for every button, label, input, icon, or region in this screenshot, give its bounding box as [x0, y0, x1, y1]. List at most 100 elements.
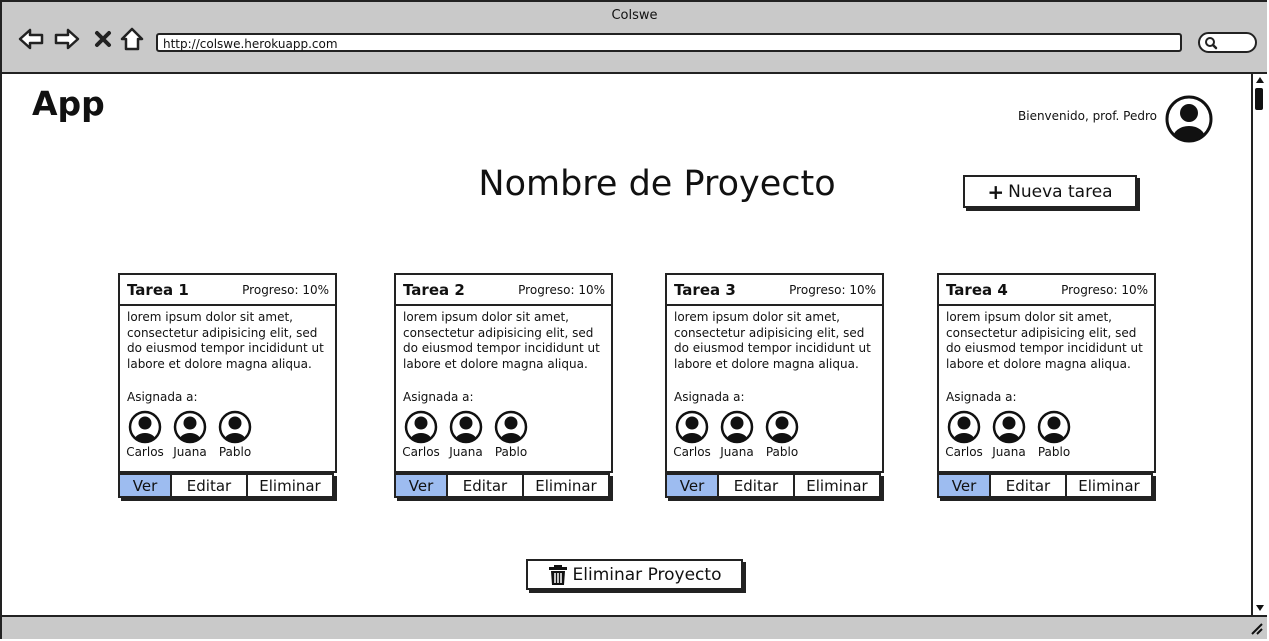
new-task-button[interactable]: + Nueva tarea — [963, 175, 1137, 208]
delete-task-button[interactable]: Eliminar — [806, 476, 868, 495]
task-card-header: Tarea 4 Progreso: 10% — [937, 273, 1156, 306]
task-title: Tarea 4 — [946, 281, 1008, 299]
user-icon — [449, 410, 483, 444]
edit-button[interactable]: Editar — [719, 475, 795, 496]
search-icon — [1205, 37, 1218, 50]
assigned-label: Asignada a: — [946, 390, 1017, 404]
assignee[interactable]: Pablo — [1032, 410, 1076, 459]
assignee[interactable]: Pablo — [760, 410, 804, 459]
task-description: lorem ipsum dolor sit amet, consectetur … — [127, 310, 324, 371]
delete-task-button[interactable]: Eliminar — [535, 476, 597, 495]
task-card: Tarea 3 Progreso: 10% lorem ipsum dolor … — [665, 273, 884, 503]
new-task-label: Nueva tarea — [1008, 181, 1113, 202]
assignee-name: Carlos — [126, 445, 164, 459]
assignee-name: Juana — [173, 445, 207, 459]
page-content: App Bienvenido, prof. Pedro Nombre de Pr… — [2, 74, 1250, 615]
task-actions: Ver Editar Eliminar — [394, 473, 610, 498]
task-card: Tarea 1 Progreso: 10% lorem ipsum dolor … — [118, 273, 337, 503]
user-icon — [992, 410, 1026, 444]
task-actions: Ver Editar Eliminar — [118, 473, 334, 498]
delete-task-button[interactable]: Eliminar — [259, 476, 321, 495]
assignee-name: Carlos — [402, 445, 440, 459]
user-icon — [128, 410, 162, 444]
task-progress: Progreso: 10% — [242, 283, 329, 297]
home-icon[interactable] — [119, 26, 145, 52]
window-title: Colswe — [611, 8, 658, 23]
view-button[interactable]: Ver — [667, 475, 719, 496]
task-progress: Progreso: 10% — [789, 283, 876, 297]
forward-icon[interactable] — [54, 26, 80, 52]
assignee-name: Pablo — [765, 445, 799, 459]
status-bar — [2, 615, 1267, 639]
plus-icon: + — [987, 179, 1005, 204]
assignee[interactable]: Juana — [715, 410, 759, 459]
assignee-name: Juana — [992, 445, 1026, 459]
delete-project-button[interactable]: Eliminar Proyecto — [526, 559, 743, 590]
assignee[interactable]: Juana — [168, 410, 212, 459]
task-card-body: lorem ipsum dolor sit amet, consectetur … — [665, 306, 884, 473]
user-icon — [1037, 410, 1071, 444]
assignee-name: Pablo — [218, 445, 252, 459]
scroll-up-icon[interactable] — [1255, 76, 1265, 84]
task-card-header: Tarea 1 Progreso: 10% — [118, 273, 337, 306]
address-bar[interactable]: http://colswe.herokuapp.com — [156, 33, 1182, 52]
user-icon — [173, 410, 207, 444]
task-card: Tarea 4 Progreso: 10% lorem ipsum dolor … — [937, 273, 1156, 503]
assignee[interactable]: Carlos — [670, 410, 714, 459]
scrollbar-thumb[interactable] — [1255, 88, 1263, 110]
back-icon[interactable] — [18, 26, 44, 52]
view-button[interactable]: Ver — [396, 475, 448, 496]
user-avatar[interactable] — [1164, 94, 1214, 144]
trash-icon — [548, 564, 567, 585]
assignee[interactable]: Pablo — [489, 410, 533, 459]
task-card-body: lorem ipsum dolor sit amet, consectetur … — [394, 306, 613, 473]
edit-button[interactable]: Editar — [991, 475, 1067, 496]
app-logo: App — [32, 84, 105, 123]
task-card-header: Tarea 3 Progreso: 10% — [665, 273, 884, 306]
vertical-scrollbar[interactable] — [1251, 74, 1267, 615]
task-card-header: Tarea 2 Progreso: 10% — [394, 273, 613, 306]
task-card-body: lorem ipsum dolor sit amet, consectetur … — [118, 306, 337, 473]
task-actions: Ver Editar Eliminar — [665, 473, 881, 498]
assignee-name: Carlos — [945, 445, 983, 459]
delete-project-label: Eliminar Proyecto — [572, 564, 722, 585]
delete-task-button[interactable]: Eliminar — [1078, 476, 1140, 495]
user-icon — [720, 410, 754, 444]
assignee[interactable]: Juana — [987, 410, 1031, 459]
user-icon — [218, 410, 252, 444]
task-description: lorem ipsum dolor sit amet, consectetur … — [403, 310, 600, 371]
user-icon — [765, 410, 799, 444]
project-title: Nombre de Proyecto — [478, 164, 836, 204]
task-progress: Progreso: 10% — [518, 283, 605, 297]
scroll-down-icon[interactable] — [1255, 604, 1265, 612]
assignee[interactable]: Juana — [444, 410, 488, 459]
edit-button[interactable]: Editar — [448, 475, 524, 496]
assignee[interactable]: Pablo — [213, 410, 257, 459]
browser-toolbar: Colswe http://colswe.herokuapp.com — [2, 2, 1267, 74]
user-icon — [947, 410, 981, 444]
user-icon — [404, 410, 438, 444]
view-button[interactable]: Ver — [939, 475, 991, 496]
welcome-text: Bienvenido, prof. Pedro — [1018, 109, 1157, 123]
task-title: Tarea 2 — [403, 281, 465, 299]
user-icon — [1165, 95, 1213, 143]
assignee[interactable]: Carlos — [399, 410, 443, 459]
task-card-body: lorem ipsum dolor sit amet, consectetur … — [937, 306, 1156, 473]
user-icon — [494, 410, 528, 444]
assignee-name: Pablo — [1037, 445, 1071, 459]
view-button[interactable]: Ver — [120, 475, 172, 496]
user-icon — [675, 410, 709, 444]
browser-search-field[interactable] — [1198, 32, 1257, 53]
close-icon[interactable] — [90, 26, 116, 52]
resize-grip-icon[interactable] — [1249, 621, 1263, 635]
edit-button[interactable]: Editar — [172, 475, 248, 496]
task-actions: Ver Editar Eliminar — [937, 473, 1153, 498]
task-title: Tarea 1 — [127, 281, 189, 299]
assignee[interactable]: Carlos — [942, 410, 986, 459]
task-title: Tarea 3 — [674, 281, 736, 299]
assignee-name: Juana — [449, 445, 483, 459]
assignee[interactable]: Carlos — [123, 410, 167, 459]
task-description: lorem ipsum dolor sit amet, consectetur … — [946, 310, 1143, 371]
assignee-name: Carlos — [673, 445, 711, 459]
task-card: Tarea 2 Progreso: 10% lorem ipsum dolor … — [394, 273, 613, 503]
